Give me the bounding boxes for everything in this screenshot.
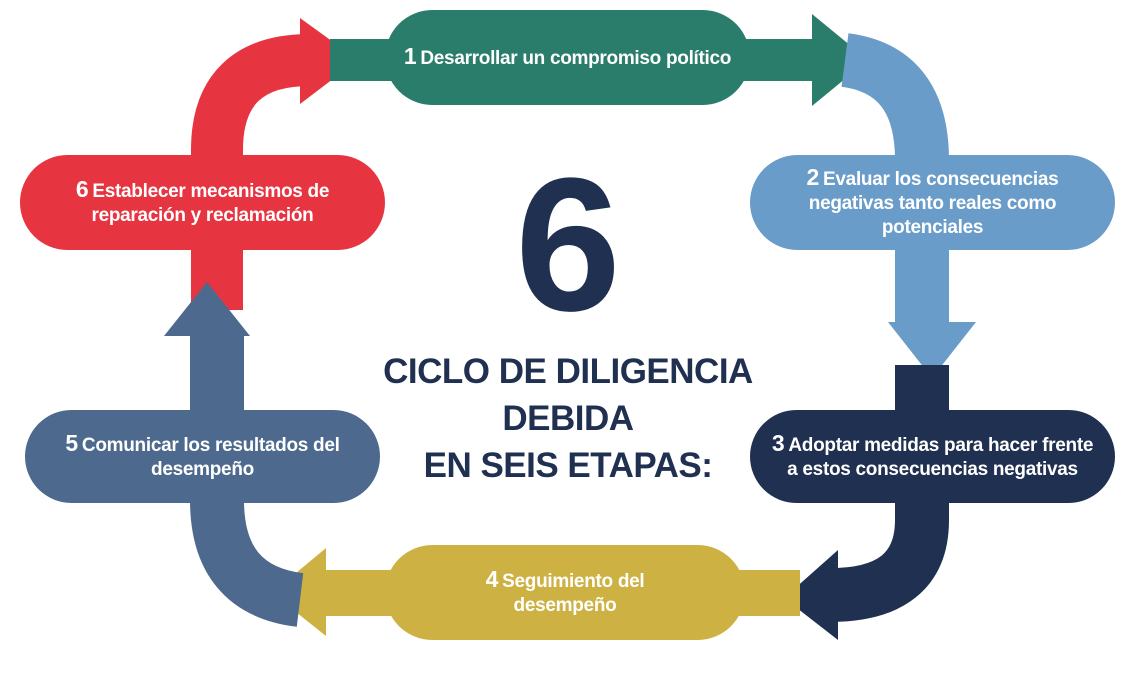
arrow-step-6 bbox=[191, 18, 358, 310]
arrow-step-5 bbox=[164, 282, 305, 627]
arrow-step-2 bbox=[840, 33, 976, 378]
arrow-step-3 bbox=[784, 365, 949, 640]
step-text: Comunicar los resultados del desempeño bbox=[81, 435, 340, 480]
step-text: Seguimiento del desempeño bbox=[502, 571, 645, 616]
center-number: 6 bbox=[515, 139, 621, 351]
step-text: Adoptar medidas para hacer frente a esto… bbox=[787, 435, 1094, 480]
title-line: EN SEIS ETAPAS: bbox=[423, 446, 713, 485]
step-text: Establecer mecanismos de reparación y re… bbox=[91, 181, 330, 226]
title-line: CICLO DE DILIGENCIA bbox=[383, 352, 753, 391]
center-title: CICLO DE DILIGENCIA DEBIDA EN SEIS ETAPA… bbox=[340, 348, 796, 489]
step-number: 6 bbox=[75, 176, 89, 202]
step-number: 1 bbox=[403, 43, 417, 69]
title-line: DEBIDA bbox=[502, 399, 634, 438]
step-text: Evaluar los consecuencias negativas tant… bbox=[808, 169, 1059, 238]
step-number: 4 bbox=[485, 566, 499, 592]
step-number: 2 bbox=[806, 164, 820, 190]
step-number: 3 bbox=[771, 430, 785, 456]
step-number: 5 bbox=[65, 430, 78, 456]
step-text: Desarrollar un compromiso político bbox=[420, 48, 732, 69]
